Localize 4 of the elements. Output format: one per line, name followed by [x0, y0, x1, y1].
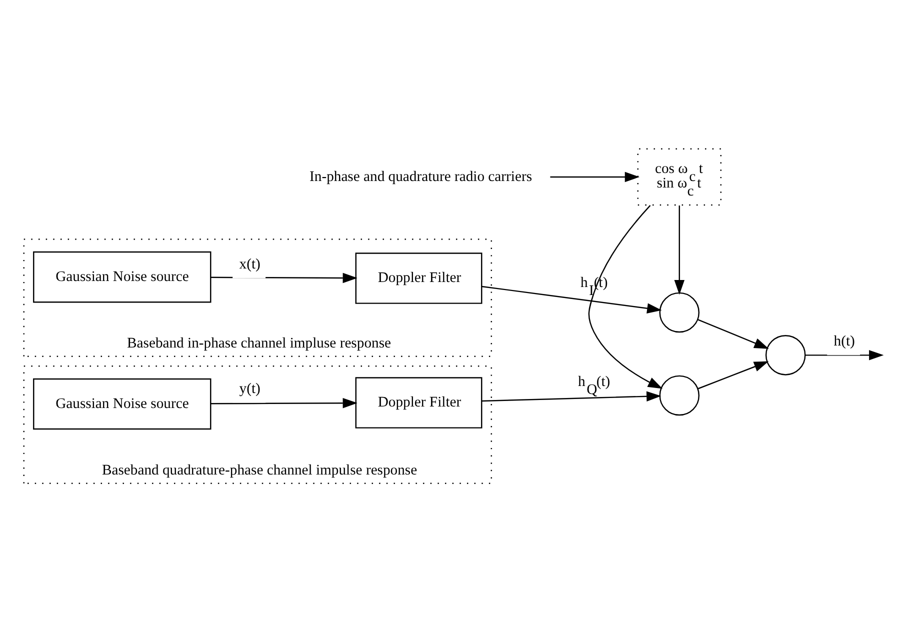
edge-label: x(t)	[239, 256, 260, 273]
edge-label: h(t)	[834, 334, 855, 350]
edge-label: y(t)	[239, 381, 260, 398]
node-text: In-phase and quadrature radio carriers	[310, 168, 532, 185]
